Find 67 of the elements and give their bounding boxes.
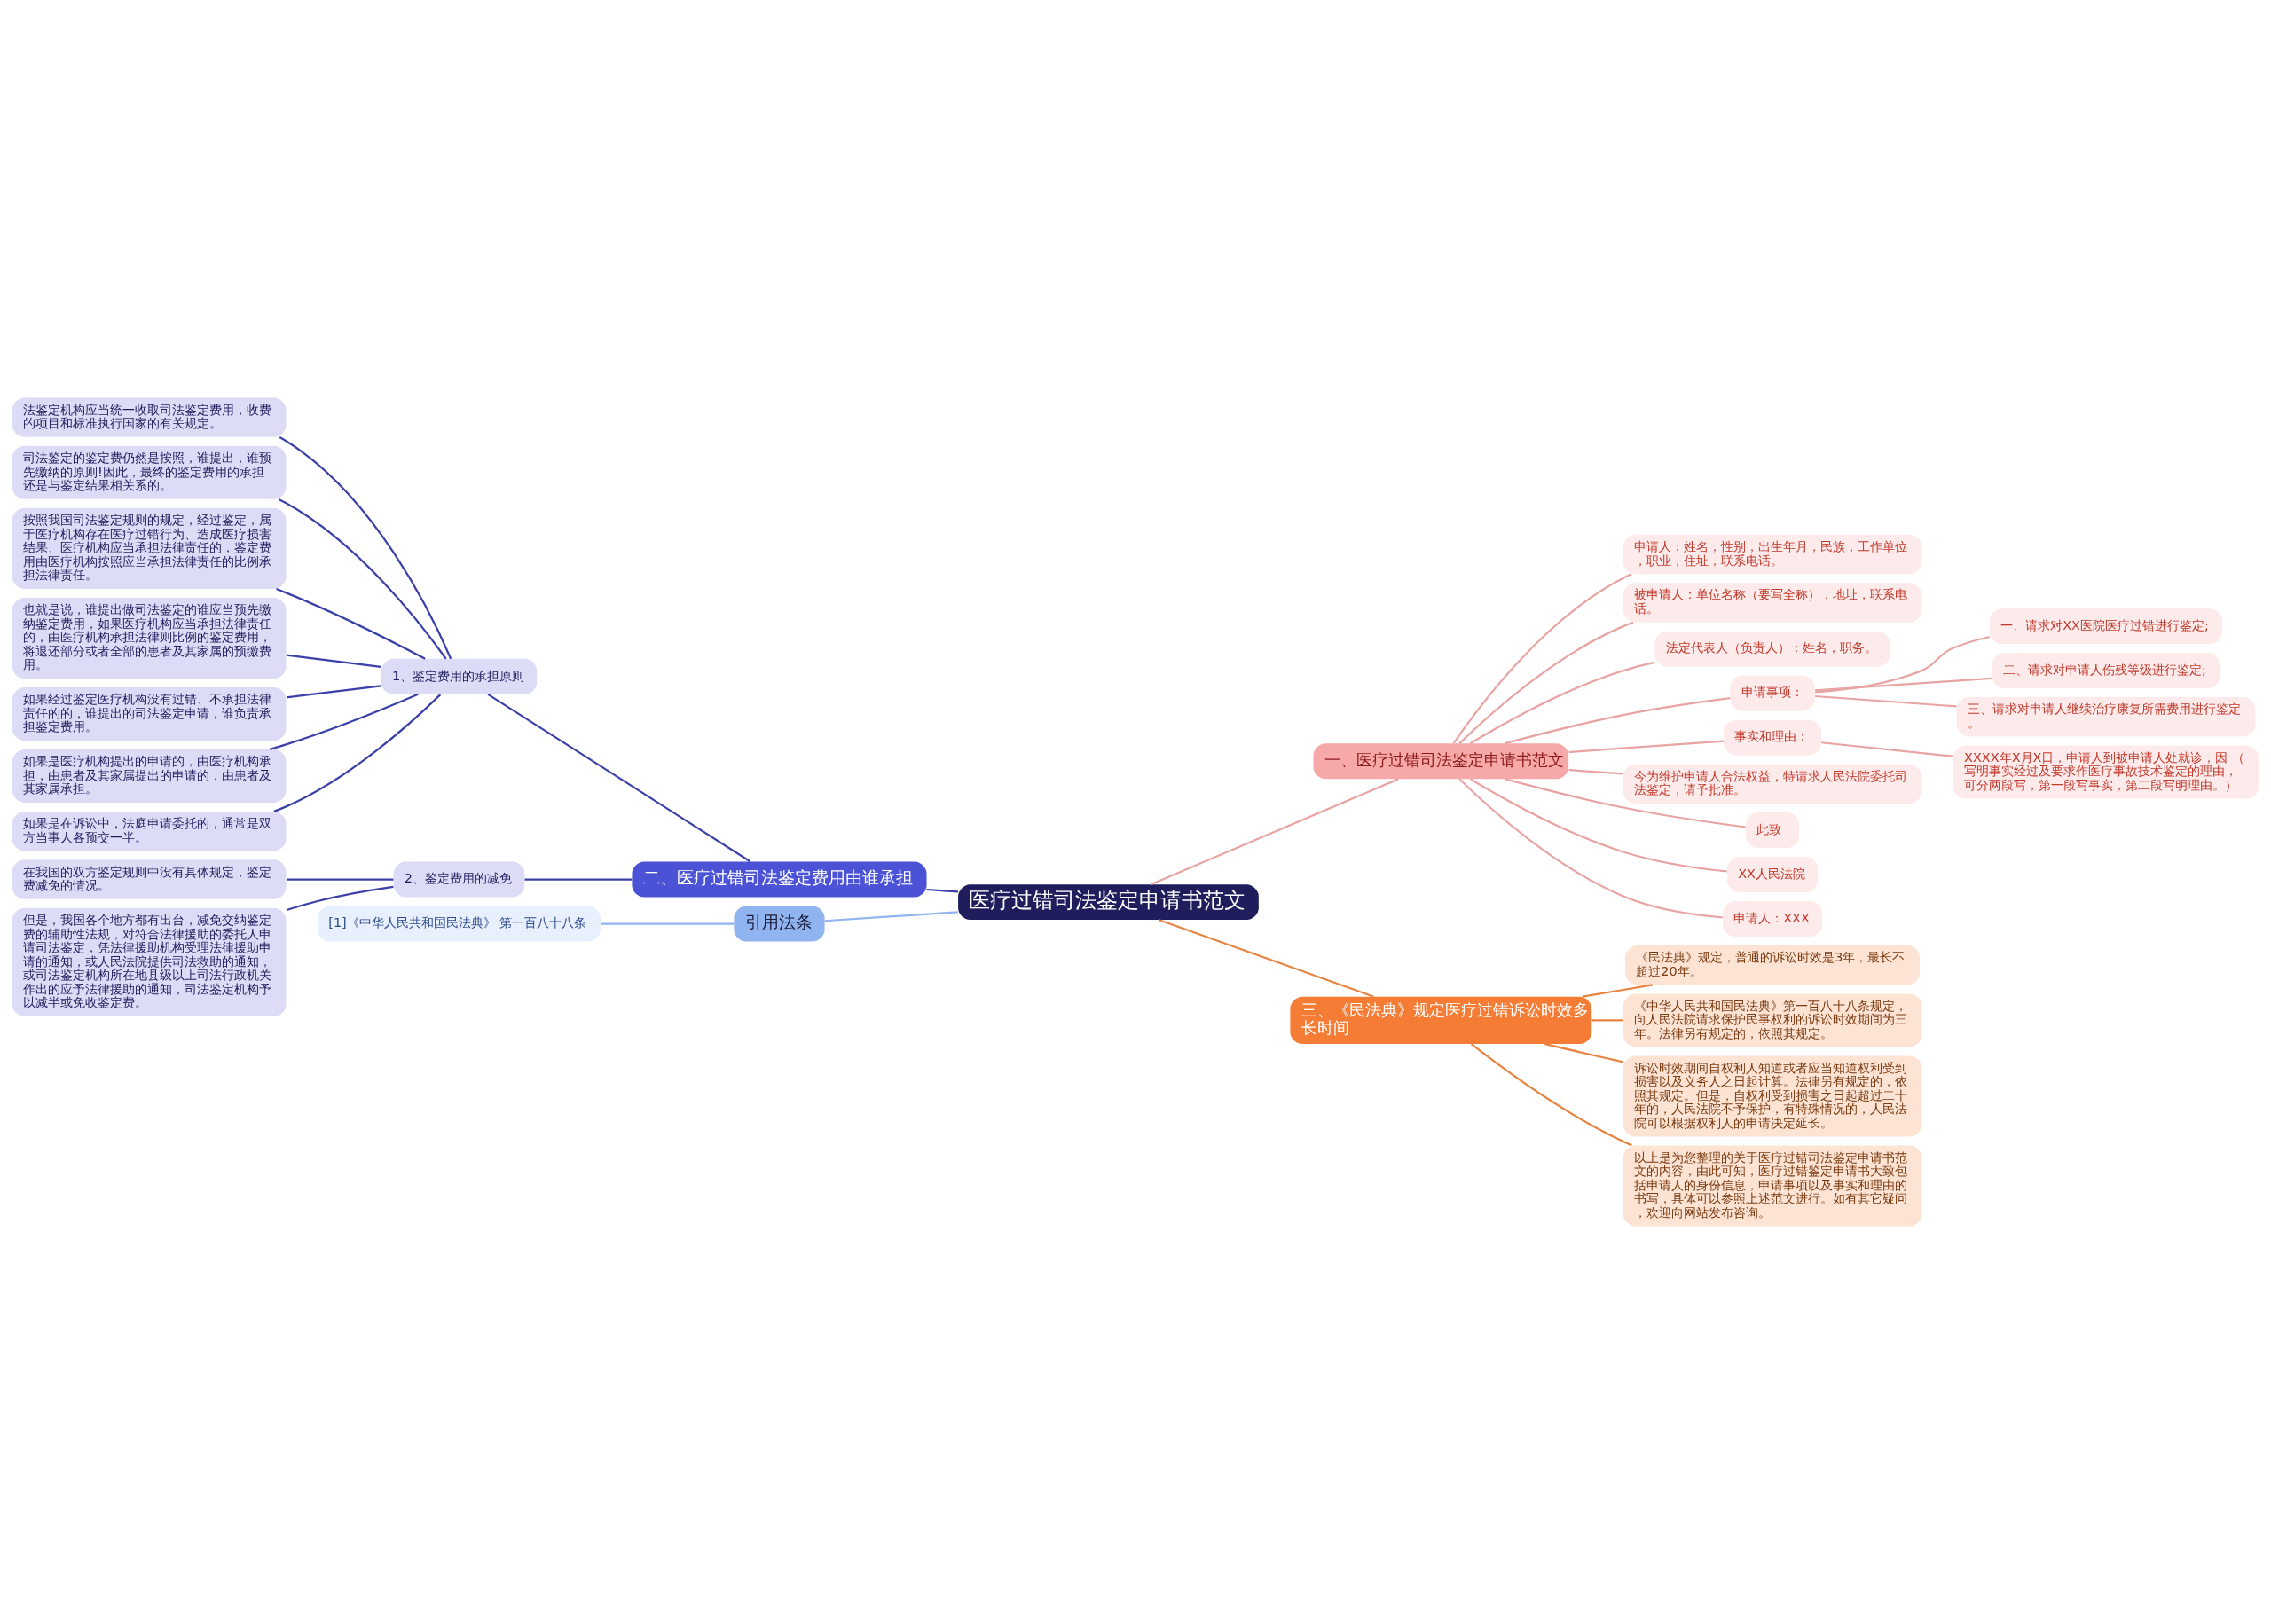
- connector: [1159, 919, 1374, 998]
- connector: [1470, 778, 1727, 873]
- node-box: XXXX年X月X日，申请人到被申请人处就诊，因 （写明事实经过及要求作医疗事故技术鉴定的理由，可分两段写，第一段写事实，第二段写明理由。）: [1953, 745, 2259, 799]
- connector: [1582, 984, 1654, 998]
- connector: [269, 693, 419, 750]
- node-box: 在我国的双方鉴定规则中没有具体规定，鉴定费减免的情况。: [12, 859, 287, 899]
- node-box: 法鉴定机构应当统一收取司法鉴定费用，收费的项目和标准执行国家的有关规定。: [12, 397, 287, 437]
- node-box: 医疗过错司法鉴定申请书范文: [958, 884, 1259, 921]
- connector: [1544, 1043, 1623, 1063]
- connector: [926, 888, 959, 893]
- node-box: 申请人：XXX: [1723, 901, 1823, 937]
- connector: [287, 878, 394, 881]
- node-box: 三、《民法典》规定医疗过错诉讼时效多长时间: [1290, 996, 1592, 1045]
- connector: [487, 693, 751, 863]
- connector: [1815, 635, 1991, 694]
- connector: [286, 885, 394, 912]
- connector: [1591, 1019, 1623, 1022]
- node-box: 如果是医疗机构提出的申请的，由医疗机构承担，由患者及其家属提出的申请的，由患者及其家属承担。: [12, 749, 287, 803]
- connector: [824, 911, 958, 922]
- connector: [1151, 778, 1399, 886]
- node-box: 二、医疗过错司法鉴定费用由谁承担: [632, 861, 927, 898]
- node-box: 三、请求对申请人继续治疗康复所需费用进行鉴定。: [1956, 697, 2256, 737]
- connector: [273, 694, 442, 812]
- connector: [286, 685, 381, 699]
- connector: [1458, 621, 1634, 744]
- node-box: 引用法条: [734, 906, 825, 942]
- connector: [1505, 778, 1746, 828]
- node-box: 如果经过鉴定医疗机构没有过错、不承担法律责任的的，谁提出的司法鉴定申请，谁负责承担鉴定费用。: [12, 687, 287, 741]
- node-box: 《中华人民共和国民法典》第一百八十八条规定，向人民法院请求保护民事权利的诉讼时效期间为三年。法律另有规定的，依照其规定。: [1623, 993, 1922, 1047]
- node-box: [1]《中华人民共和国民法典》 第一百八十八条: [318, 906, 601, 942]
- connector: [279, 436, 452, 660]
- node-box: 司法鉴定的鉴定费仍然是按照，谁提出，谁预先缴纳的原则!因此，最终的鉴定费用的承担还是与鉴定结果相关系的。: [12, 445, 287, 499]
- connector: [276, 587, 426, 660]
- connector: [278, 498, 447, 660]
- connector: [1470, 1043, 1632, 1147]
- node-box: 也就是说，谁提出做司法鉴定的谁应当预先缴纳鉴定费用，如果医疗机构应当承担法律责任的，由医疗机构承担法律则比例的鉴定费用，将退还部分或者全部的患者及其家属的预缴费用。: [12, 597, 287, 679]
- node-box: 二、请求对申请人伤残等级进行鉴定;: [1992, 653, 2220, 689]
- connector: [1452, 573, 1632, 744]
- node-box: 一、医疗过错司法鉴定申请书范文: [1313, 743, 1569, 780]
- connector: [1505, 697, 1731, 745]
- connector: [1568, 769, 1623, 775]
- node-box: 事实和理由：: [1724, 719, 1822, 756]
- connector: [1469, 661, 1655, 745]
- node-box: 《民法典》规定，普通的诉讼时效是3年，最长不超过20年。: [1625, 945, 1921, 985]
- node-box: 申请人：姓名，性别，出生年月，民族，工作单位，职业，住址，联系电话。: [1623, 534, 1922, 575]
- connector: [524, 878, 633, 881]
- node-box: 诉讼时效期间自权利人知道或者应当知道权利受到损害以及义务人之日起计算。法律另有规定的，依照其规定。但是，自权利受到损害之日起超过二十年的，人民法院不予保护，有特殊情况的，人民法院可以根据权利人的申请决定延长。: [1623, 1055, 1922, 1137]
- connector: [1568, 740, 1725, 754]
- connector: [1821, 741, 1953, 757]
- node-box: 1、鉴定费用的承担原则: [381, 658, 538, 694]
- connector: [1458, 778, 1723, 919]
- node-box: 2、鉴定费用的减免: [393, 861, 525, 898]
- node-box: XX人民法院: [1727, 857, 1819, 892]
- node-box: 法定代表人（负责人）：姓名，职务。: [1654, 631, 1890, 667]
- connector: [1815, 677, 1992, 692]
- node-box: 如果是在诉讼中，法庭申请委托的，通常是双方当事人各预交一半。: [12, 811, 287, 851]
- node-box: 以上是为您整理的关于医疗过错司法鉴定申请书范文的内容，由此可知，医疗过错鉴定申请书大致包括申请人的身份信息，申请事项以及事实和理由的书写，具体可以参照上述范文进行。如有其它疑问，欢迎向网站发布咨询。: [1623, 1145, 1922, 1227]
- connector: [286, 654, 381, 668]
- node-box: 被申请人：单位名称（要写全称），地址，联系电话。: [1623, 583, 1922, 623]
- connector: [601, 922, 735, 925]
- node-box: 按照我国司法鉴定规则的规定，经过鉴定，属于医疗机构存在医疗过错行为、造成医疗损害结果、医疗机构应当承担法律责任的，鉴定费用由医疗机构按照应当承担法律责任的比例承担法律责任。: [12, 507, 287, 589]
- connector: [1815, 694, 1957, 708]
- node-box: 今为维护申请人合法权益，特请求人民法院委托司法鉴定，请予批准。: [1623, 764, 1922, 804]
- node-box: 一、请求对XX医院医疗过错进行鉴定;: [1990, 608, 2223, 645]
- node-box: 申请事项：: [1730, 675, 1815, 711]
- node-box: 但是，我国各个地方都有出台，减免交纳鉴定费的辅助性法规，对符合法律援助的委托人申请司法鉴定，凭法律援助机构受理法律援助申请的通知，或人民法院提供司法救助的通知，或司法鉴定机构所在地县级以上司法行政机关作出的应予法律援助的通知，司法鉴定机构予以减半或免收鉴定费。: [12, 907, 287, 1016]
- node-box: 此致: [1746, 812, 1800, 849]
